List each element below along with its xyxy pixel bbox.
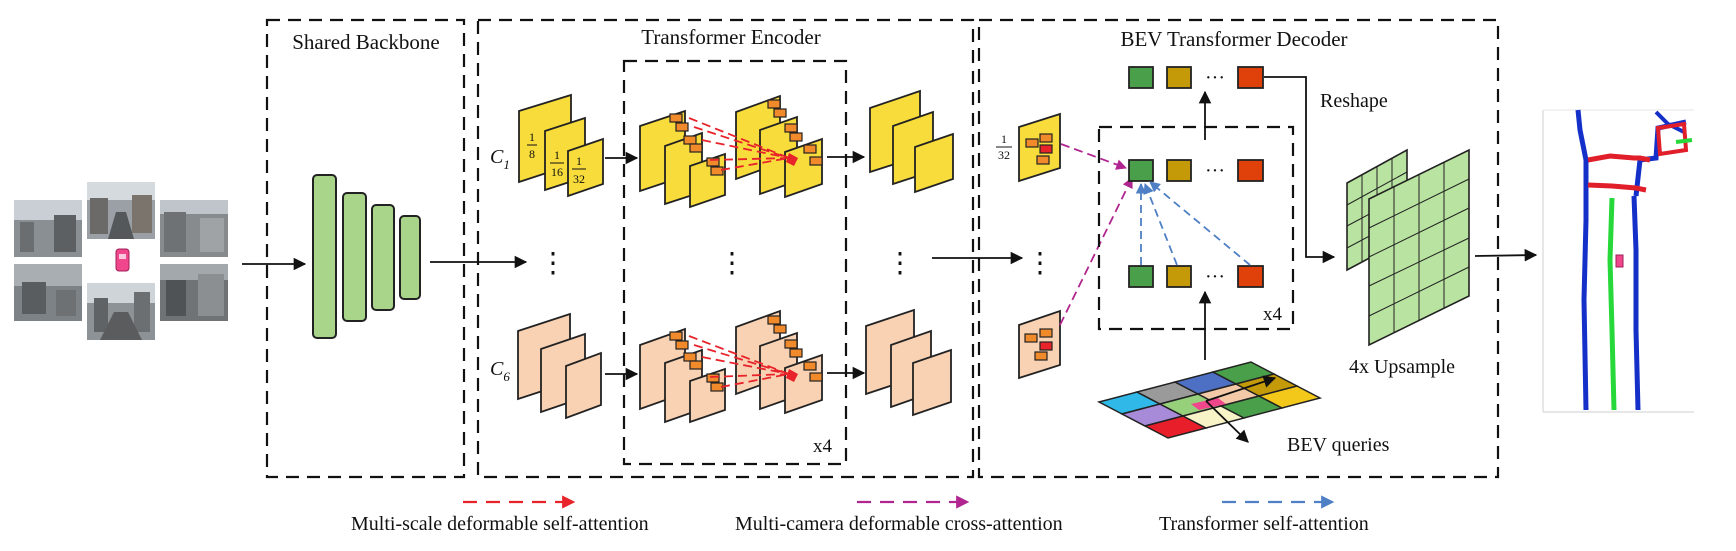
legend-self-attn-label: Multi-scale deformable self-attention: [351, 513, 649, 535]
svg-text:1: 1: [554, 148, 560, 162]
map-ego-vehicle: [1615, 254, 1624, 268]
upsample-grid-large: [1368, 148, 1470, 347]
map-lane-divider: [1607, 197, 1617, 411]
encoder-layer-frame: [622, 59, 848, 466]
arrow-reshape: [1264, 76, 1336, 264]
upsample-label: 4x Upsample: [1349, 356, 1455, 378]
decoder-input-c1-plane: [1018, 112, 1061, 183]
encoder-title: Transformer Encoder: [641, 25, 820, 49]
decoder-title: BEV Transformer Decoder: [1120, 27, 1347, 51]
deformable-self-attention-bottom: [688, 335, 790, 388]
output-hd-map: [1542, 109, 1694, 413]
encoder-frame: [476, 18, 975, 479]
decoder-input-ellipsis: ⋮: [1026, 248, 1054, 279]
backbone-layer-1: [312, 174, 337, 339]
backbone-title: Shared Backbone: [292, 30, 440, 54]
backbone-layer-2: [342, 192, 367, 322]
decoder-attended-tokens: ···: [1128, 159, 1264, 182]
encoder-input-c1-planes: 1 8 1 16 1 32: [518, 93, 604, 198]
deformable-cross-attention: [1059, 143, 1133, 326]
encoder-output-ellipsis: ⋮: [886, 248, 914, 279]
encoder-layer-c6-value-planes: [735, 309, 823, 415]
backbone-layer-3: [371, 204, 395, 311]
decoder-output-tokens: ···: [1128, 66, 1264, 89]
transformer-self-attention-links: [1135, 181, 1251, 266]
arrow-decoder-to-map: [1474, 248, 1538, 262]
shared-backbone: Shared Backbone: [265, 18, 466, 479]
svg-text:8: 8: [529, 147, 535, 161]
svg-text:32: 32: [998, 148, 1010, 162]
bev-queries-grid: [1096, 361, 1323, 443]
legend-cross-attn-label: Multi-camera deformable cross-attention: [735, 513, 1063, 535]
encoder-output-c1-planes: [869, 89, 954, 194]
decoder-query-tokens: ···: [1128, 265, 1264, 288]
decoder-repeat-label: x4: [1263, 304, 1283, 325]
svg-text:···: ···: [1205, 67, 1225, 89]
backbone-layer-4: [399, 215, 421, 300]
decoder-layer-frame: [1097, 125, 1295, 331]
svg-text:1: 1: [1001, 132, 1007, 146]
decoder-input-c6-plane: [1018, 309, 1061, 380]
bev-queries-label: BEV queries: [1287, 434, 1390, 456]
svg-text:1: 1: [529, 130, 535, 144]
encoder-output-c6-planes: [865, 308, 952, 417]
svg-text:1: 1: [576, 154, 582, 168]
svg-text:···: ···: [1205, 160, 1225, 182]
bev-transformer-decoder: BEV Transformer Decoder 1 32 ⋮ x4: [977, 18, 1500, 479]
svg-text:···: ···: [1205, 266, 1225, 288]
legend-transformer-attn-label: Transformer self-attention: [1159, 513, 1369, 535]
svg-text:32: 32: [573, 172, 585, 186]
legend: Multi-scale deformable self-attention Mu…: [351, 495, 1369, 535]
c6-label: C6: [490, 358, 510, 384]
feature-plane-1-32: [567, 137, 604, 198]
map-ped-crossing-1: [1587, 153, 1651, 163]
encoder-layer-ellipsis: ⋮: [718, 248, 746, 279]
deformable-self-attention-top: [688, 117, 790, 171]
svg-text:16: 16: [551, 165, 563, 179]
decoder-frame: [977, 18, 1500, 479]
encoder-layer-c6-query-planes: [639, 327, 726, 424]
encoder-input-c6-planes: [517, 312, 602, 420]
map-ped-crossing-2: [1587, 182, 1647, 193]
map-boundary-left: [1575, 109, 1589, 411]
encoder-layer-c1-query-planes: [639, 109, 726, 209]
encoder-input-ellipsis: ⋮: [539, 248, 567, 279]
map-boundary-right: [1631, 195, 1641, 411]
reshape-label: Reshape: [1320, 90, 1388, 112]
ego-car-icon: [115, 248, 130, 272]
transformer-encoder: Transformer Encoder x4 C1 1 8 1 16 1 32 …: [476, 18, 975, 479]
c1-label: C1: [490, 146, 510, 172]
encoder-layer-c1-value-planes: [735, 94, 823, 199]
backbone-frame: [265, 18, 466, 479]
camera-images: [14, 182, 228, 340]
encoder-repeat-label: x4: [813, 436, 833, 457]
